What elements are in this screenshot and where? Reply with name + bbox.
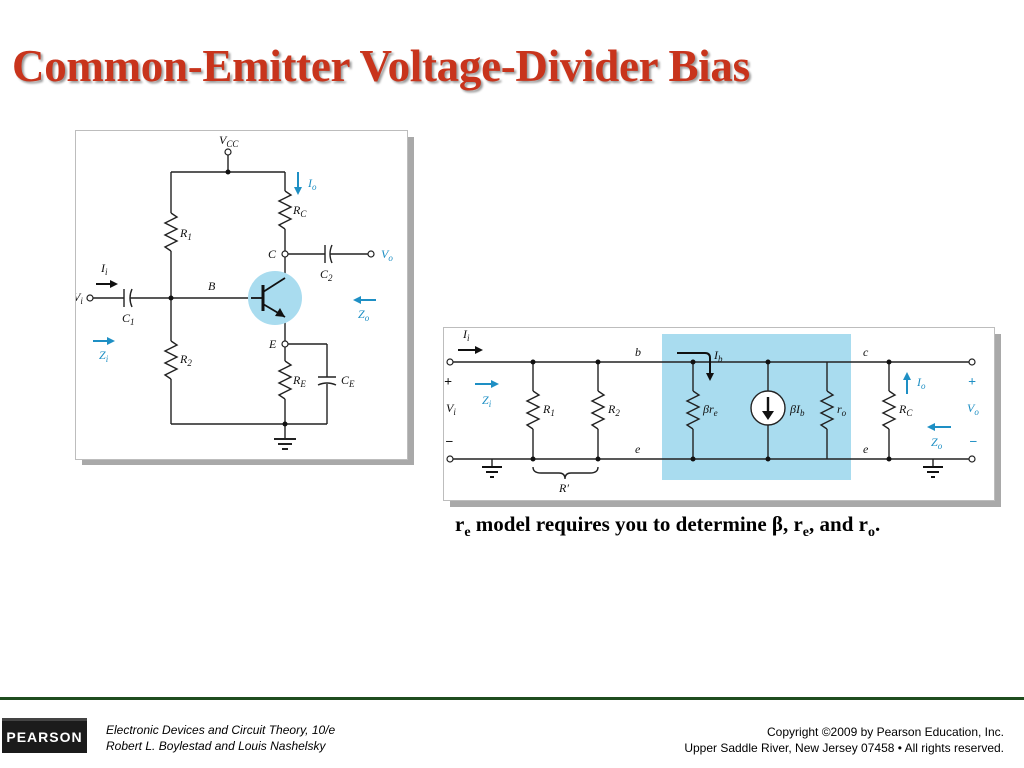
voltage-divider-schematic: VCC RC R1 C C2 Ii B Vi C1 E R2 RE CE Io … (76, 133, 393, 450)
label-r2: R2 (607, 402, 620, 418)
book-credit: Electronic Devices and Circuit Theory, 1… (106, 722, 335, 754)
right-circuit-panel: Ii b Ib c + Vi − R1 R2 βre βIb ro RC e e… (443, 327, 995, 501)
label-plus-left: + (444, 375, 452, 390)
label-minus-left: − (445, 435, 453, 450)
label-r2: R2 (179, 352, 192, 368)
label-vo: Vo (381, 247, 393, 263)
copyright: Copyright ©2009 by Pearson Education, In… (684, 724, 1004, 756)
label-vcc: VCC (219, 133, 239, 149)
label-vo: Vo (967, 401, 979, 417)
re-model-schematic: Ii b Ib c + Vi − R1 R2 βre βIb ro RC e e… (444, 328, 979, 495)
slide-title: Common-Emitter Voltage-Divider Bias (12, 41, 750, 91)
label-rc: RC (292, 203, 307, 219)
label-plus-right: + (968, 375, 976, 390)
label-rc: RC (898, 402, 913, 418)
label-bib: βIb (789, 402, 805, 418)
left-circuit-panel: VCC RC R1 C C2 Ii B Vi C1 E R2 RE CE Io … (75, 130, 408, 460)
label-re: RE (292, 373, 306, 389)
pearson-logo: PEARSON (2, 718, 87, 753)
transistor-highlight (248, 271, 302, 325)
label-zi: Zi (99, 348, 109, 364)
label-zo: Zo (931, 435, 943, 451)
label-c: c (863, 345, 869, 359)
label-c2: C2 (320, 267, 333, 283)
label-vi: Vi (446, 401, 456, 417)
label-b: B (208, 279, 216, 293)
copyright-line2: Upper Saddle River, New Jersey 07458 • A… (684, 741, 1004, 755)
label-r1: R1 (542, 402, 555, 418)
label-c: C (268, 247, 277, 261)
book-authors: Robert L. Boylestad and Louis Nashelsky (106, 739, 326, 753)
label-ii: Ii (462, 328, 470, 343)
book-title: Electronic Devices and Circuit Theory, 1… (106, 723, 336, 737)
label-r1: R1 (179, 226, 192, 242)
label-bre: βre (702, 402, 718, 418)
label-e: E (268, 337, 277, 351)
label-ro: ro (837, 402, 847, 418)
label-c1: C1 (122, 311, 135, 327)
label-b: b (635, 345, 641, 359)
label-ii: Ii (100, 261, 108, 277)
caption: re model requires you to determine β, re… (455, 512, 881, 541)
label-e-left: e (635, 442, 641, 456)
label-ce: CE (341, 373, 355, 389)
label-e-right: e (863, 442, 869, 456)
label-io: Io (916, 375, 926, 391)
label-io: Io (307, 176, 317, 192)
label-vi: Vi (76, 290, 83, 306)
label-ib: Ib (713, 348, 723, 364)
label-zo: Zo (358, 307, 370, 323)
label-rprime: R′ (558, 481, 569, 495)
label-minus-right: − (969, 435, 977, 450)
footer-divider (0, 697, 1024, 700)
label-zi: Zi (482, 393, 492, 409)
copyright-line1: Copyright ©2009 by Pearson Education, In… (767, 725, 1004, 739)
